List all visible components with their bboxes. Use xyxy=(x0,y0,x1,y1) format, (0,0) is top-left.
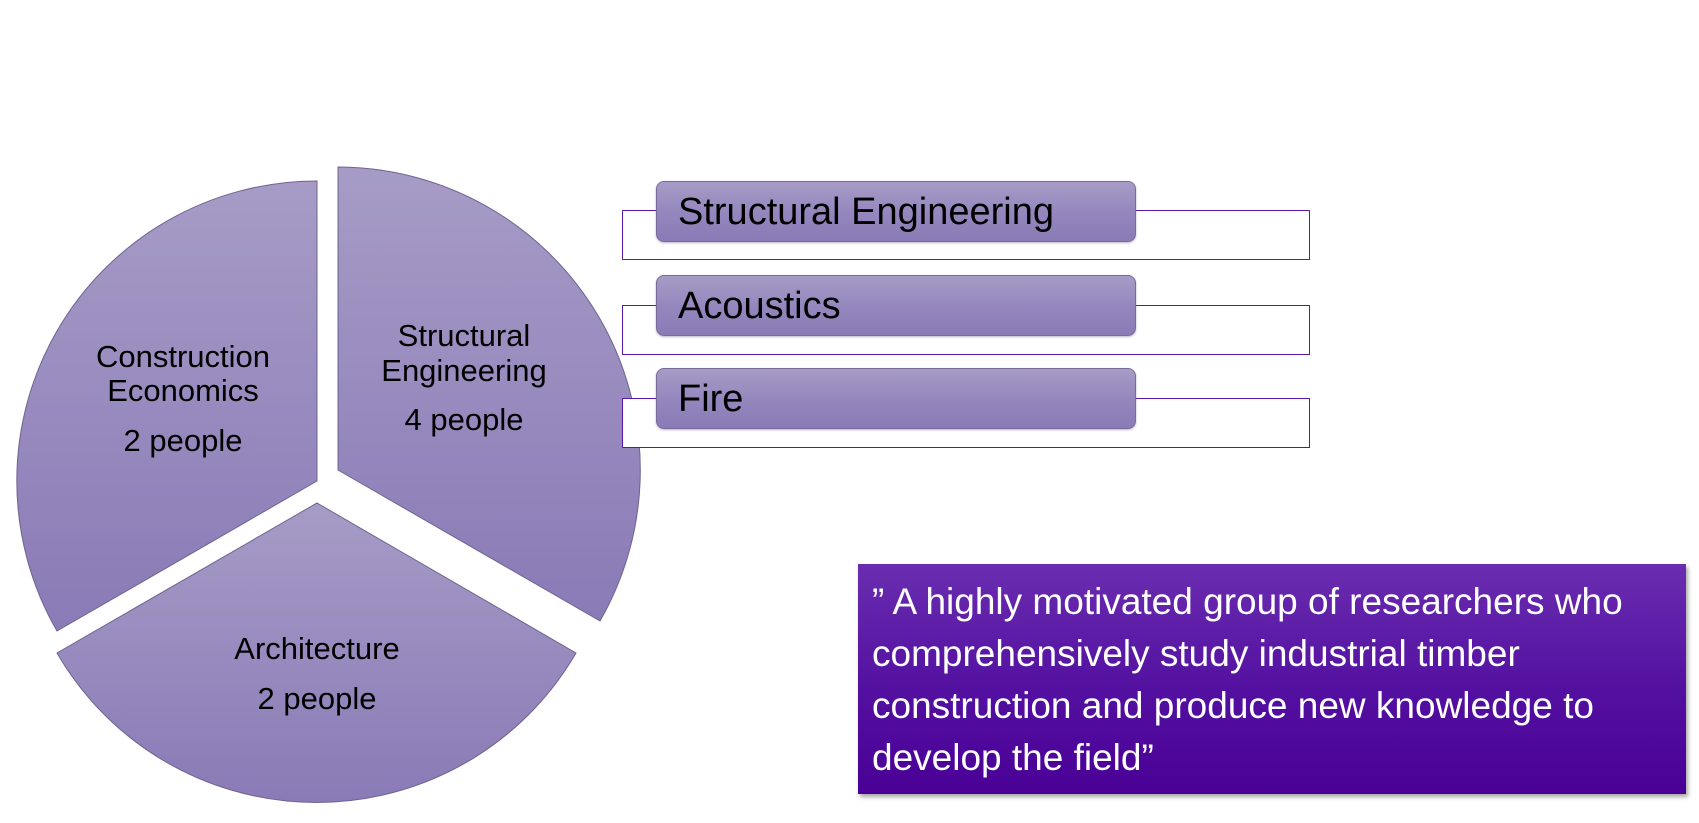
pie-slice-construction-economics xyxy=(16,180,318,632)
pie-slice-structural-engineering xyxy=(337,166,641,622)
list-item-label: Acoustics xyxy=(678,284,841,327)
pie-label-construction-economics-line2: Economics xyxy=(107,373,259,408)
pie-count-structural-engineering: 4 people xyxy=(405,402,524,437)
pie-label-structural-engineering-line1: Structural xyxy=(398,318,531,353)
list-item-structural-engineering: Structural Engineering xyxy=(656,181,1136,242)
pie-label-construction-economics-line1: Construction xyxy=(96,339,270,374)
list-item-label: Structural Engineering xyxy=(678,190,1054,233)
list-item-acoustics: Acoustics xyxy=(656,275,1136,336)
pie-count-construction-economics: 2 people xyxy=(124,423,243,458)
list-item-label: Fire xyxy=(678,377,744,420)
pie-slice-architecture xyxy=(56,502,577,803)
list-item-fire: Fire xyxy=(656,368,1136,429)
quote-box: ” A highly motivated group of researcher… xyxy=(858,564,1686,794)
pie-count-architecture: 2 people xyxy=(258,681,377,716)
pie-label-structural-engineering-line2: Engineering xyxy=(381,353,546,388)
pie-label-architecture: Architecture xyxy=(234,631,399,666)
quote-text: ” A highly motivated group of researcher… xyxy=(872,581,1623,778)
